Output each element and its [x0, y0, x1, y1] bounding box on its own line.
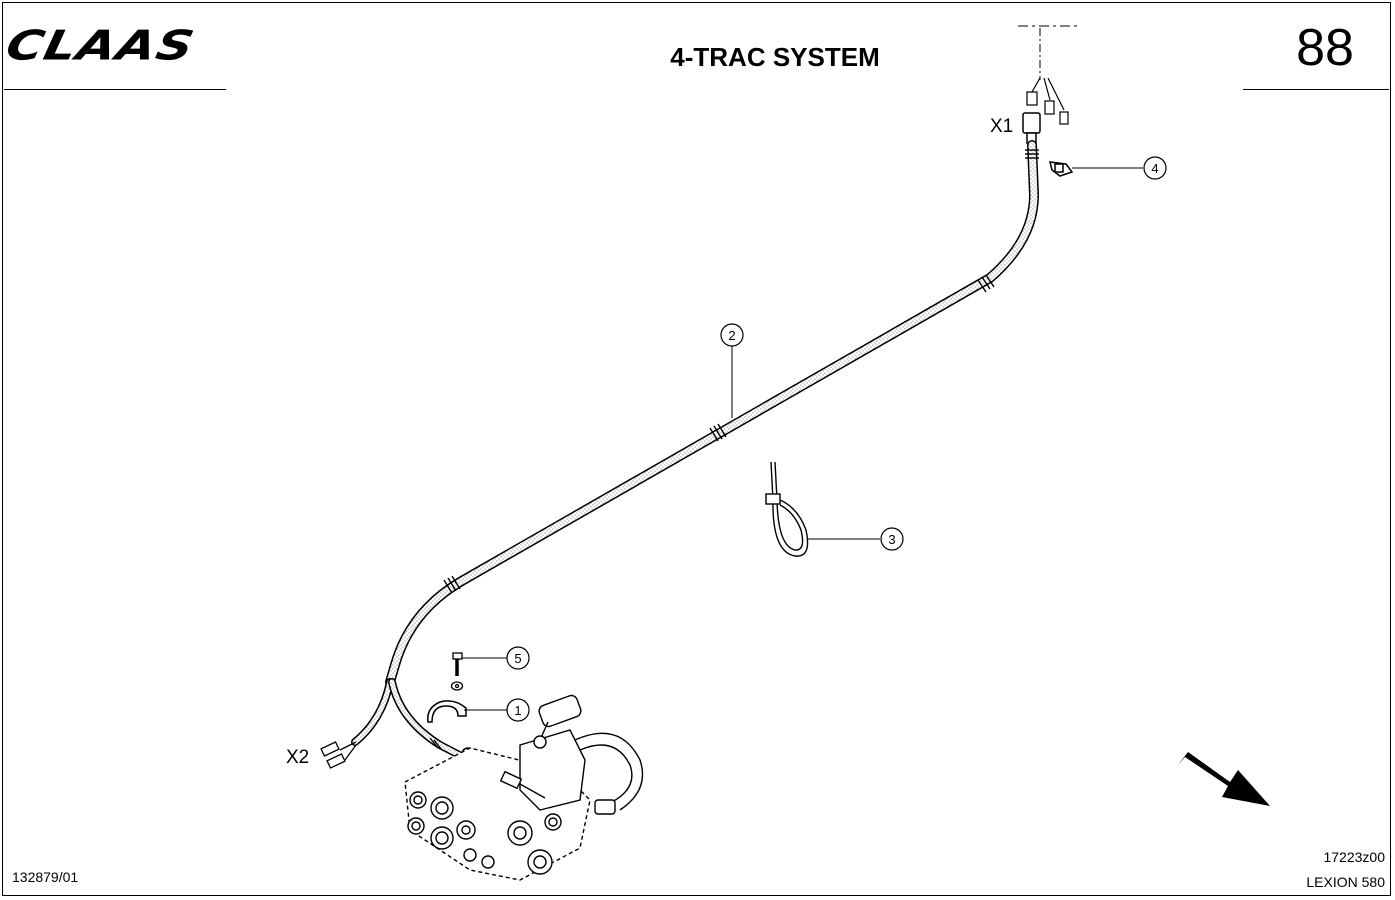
- page-title: 4-TRAC SYSTEM: [670, 42, 880, 72]
- callout-3: 3: [880, 527, 904, 551]
- clamp-part: [427, 700, 467, 723]
- callout-5-label: 5: [514, 651, 521, 666]
- x1-label: X1: [990, 116, 1013, 137]
- page-number: 88: [1296, 19, 1354, 77]
- callout-5: 5: [506, 646, 530, 670]
- clip-part: [1049, 161, 1074, 177]
- x2-label: X2: [286, 747, 309, 768]
- bolt-part: [450, 652, 464, 691]
- figure-code: 17223z00: [1323, 849, 1385, 865]
- document-number: 132879/01: [12, 869, 79, 885]
- header-rule-right: [1243, 89, 1389, 90]
- callout-2: 2: [720, 323, 744, 347]
- leader-lines: [462, 167, 1143, 711]
- callout-1: 1: [506, 698, 530, 722]
- wiring-harness: [351, 140, 1039, 762]
- valve-block: [404, 694, 644, 881]
- callout-4: 4: [1143, 156, 1167, 180]
- connector-x2: X2: [286, 741, 357, 769]
- callout-1-label: 1: [514, 703, 521, 718]
- callout-4-label: 4: [1151, 161, 1158, 176]
- upper-dash-line: [1018, 25, 1080, 80]
- callout-3-label: 3: [888, 532, 895, 547]
- callout-2-label: 2: [728, 328, 735, 343]
- x1-terminals: [1026, 77, 1069, 125]
- direction-arrow-icon: [1178, 752, 1270, 806]
- connector-x1: X1: [990, 112, 1041, 144]
- model-name: LEXION 580: [1306, 874, 1385, 890]
- header-rule-left: [4, 89, 226, 90]
- cable-tie-part: [765, 461, 809, 557]
